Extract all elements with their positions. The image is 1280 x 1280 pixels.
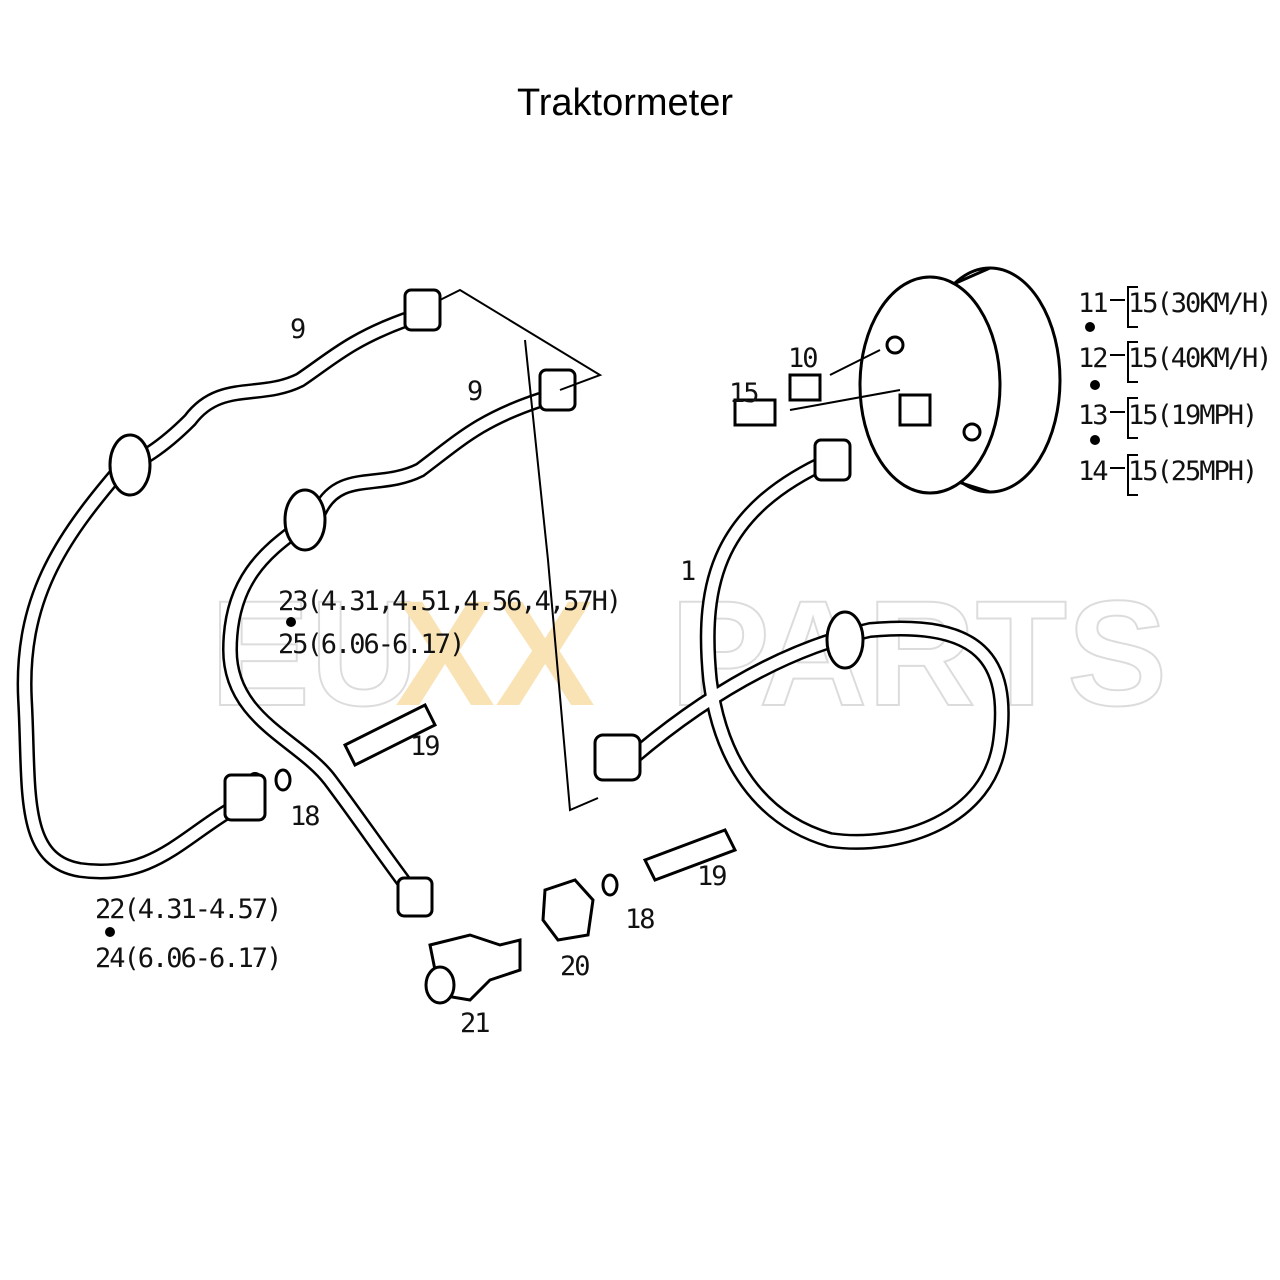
washer-18b	[601, 873, 619, 897]
nut-speedometer	[813, 438, 852, 482]
nut-bottom-middle	[396, 876, 434, 918]
callout-21: 21	[460, 1008, 489, 1039]
callout-9a: 9	[290, 314, 305, 345]
variant-right-num-11: 11	[1078, 288, 1107, 319]
callout-10: 10	[788, 343, 817, 374]
bulb-15	[733, 398, 777, 427]
callout-20: 20	[560, 951, 589, 982]
speedometer-gauge	[858, 266, 1062, 495]
nut-bottom-left	[223, 773, 267, 822]
nut-top-left	[403, 288, 442, 332]
adapter-19a	[342, 702, 438, 768]
grommet-speedometer	[825, 610, 865, 670]
variant-right-part-11: 15(30KM/H)	[1128, 288, 1271, 319]
callout-15: 15	[729, 378, 758, 409]
adapter-19b	[642, 828, 738, 882]
variant-left-1: 22(4.31-4.57)	[95, 894, 280, 925]
variant-right-num-12: 12	[1078, 343, 1107, 374]
page-title: Traktormeter	[516, 82, 734, 124]
variant-right-part-12: 15(40KM/H)	[1128, 343, 1271, 374]
callout-19b: 19	[697, 861, 726, 892]
watermark: EU XX PARTS	[209, 568, 1168, 738]
callout-18a: 18	[290, 801, 319, 832]
callouts: 9 9 10 15 1 19 18 19 18 20 21 22(4.31-4.…	[95, 288, 1273, 1039]
watermark-suffix: PARTS	[670, 569, 1167, 737]
callout-9b: 9	[467, 376, 482, 407]
variant-right-part-14: 15(25MPH)	[1128, 456, 1256, 487]
grommet-left	[108, 433, 152, 497]
leader-lines	[439, 286, 1138, 812]
variant-bullets	[105, 322, 1100, 937]
variant-mid-2: 25(6.06-6.17)	[278, 629, 463, 660]
variant-right-num-13: 13	[1078, 400, 1107, 431]
variant-left-2: 24(6.06-6.17)	[95, 943, 280, 974]
variant-right-part-13: 15(19MPH)	[1128, 400, 1256, 431]
callout-1: 1	[680, 556, 695, 587]
grommet-middle	[283, 488, 327, 552]
callout-19a: 19	[410, 731, 439, 762]
variant-right-num-14: 14	[1078, 456, 1107, 487]
variant-mid-1: 23(4.31,4.51,4.56,4,57H)	[278, 586, 620, 617]
washer-18a	[274, 768, 292, 792]
callout-18b: 18	[625, 904, 654, 935]
cable-end-speedometer	[593, 733, 642, 782]
fittings	[108, 266, 1062, 1005]
nut-top-middle	[538, 368, 577, 412]
bulb-holder-10	[788, 373, 822, 402]
nut-20	[541, 878, 595, 942]
